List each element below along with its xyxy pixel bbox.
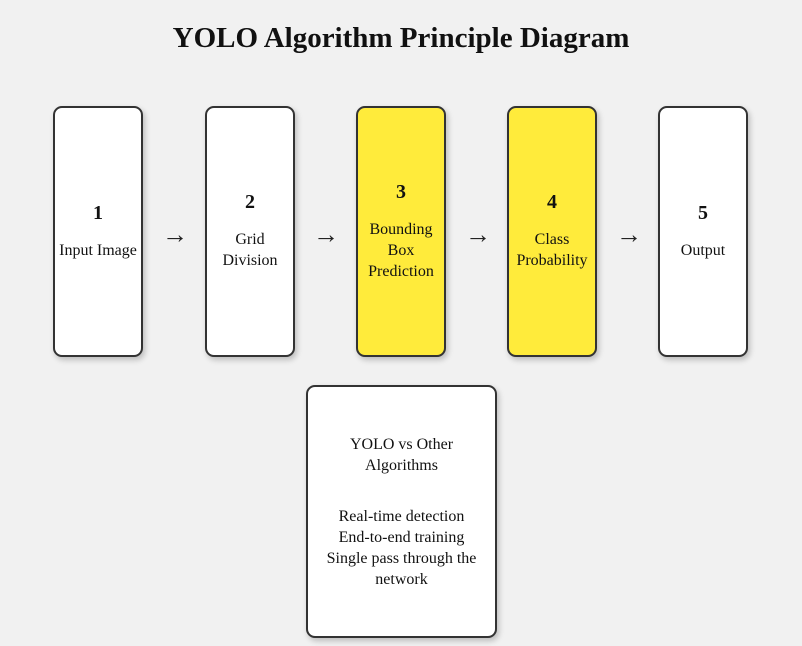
step-number: 3 [396,180,406,203]
comparison-point: Single pass through the network [326,549,477,588]
arrow-right-icon: → [616,220,642,249]
comparison-point: Real-time detection [338,507,465,525]
step-label: Class Probability [516,231,588,269]
step-class-probability: 4 Class Probability [507,106,597,357]
comparison-point: End-to-end training [338,528,465,546]
step-label: Bounding Box Prediction [368,220,434,280]
step-label: Output [680,241,726,259]
step-number: 5 [698,201,708,224]
comparison-heading: YOLO vs Other Algorithms [349,435,454,474]
step-number: 4 [547,191,557,213]
arrow-right-icon: → [465,220,491,249]
step-label: Grid Division [222,231,278,269]
step-label: Input Image [59,241,137,259]
step-number: 2 [245,191,255,213]
step-number: 1 [93,201,103,224]
diagram-title: YOLO Algorithm Principle Diagram [172,22,630,54]
comparison-box: YOLO vs Other Algorithms Real-time detec… [306,385,497,638]
arrow-right-icon: → [162,220,188,249]
step-bounding-box-prediction: 3 Bounding Box Prediction [356,106,446,357]
step-input-image: 1 Input Image [53,106,143,357]
arrow-right-icon: → [313,220,339,249]
step-grid-division: 2 Grid Division [205,106,295,357]
step-output: 5 Output [658,106,748,357]
